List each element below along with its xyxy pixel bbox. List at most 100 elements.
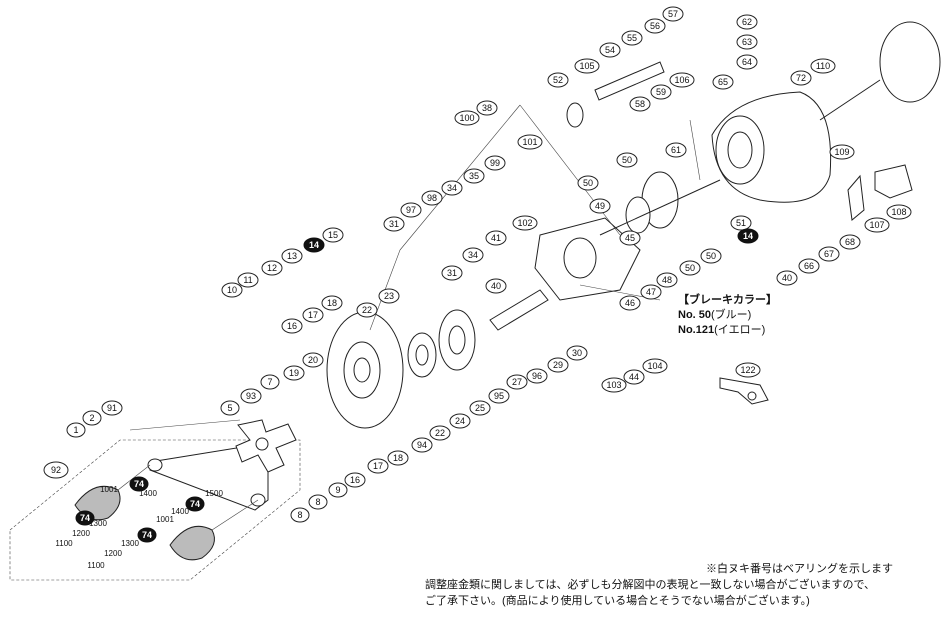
callout-34a: 34: [441, 180, 463, 196]
svg-text:92: 92: [51, 465, 61, 475]
sublabel-1100a: 1100: [55, 539, 73, 548]
pinion-shaft: [489, 289, 549, 331]
svg-text:110: 110: [816, 61, 830, 71]
callout-52: 52: [547, 72, 569, 88]
handle-knob-lower: [169, 499, 259, 561]
callout-64: 64: [736, 54, 758, 70]
callout-27: 27: [506, 374, 528, 390]
clamp-ring: [819, 21, 941, 121]
svg-text:34: 34: [468, 250, 478, 260]
callout-106: 106: [669, 72, 695, 88]
svg-text:12: 12: [267, 263, 277, 273]
spool: [599, 171, 721, 236]
callout-94: 94: [411, 437, 433, 453]
callout-97: 97: [400, 202, 422, 218]
side-cover-plate: [847, 174, 865, 221]
svg-text:64: 64: [742, 57, 752, 67]
bearing-note: ※白ヌキ番号はベアリングを示します: [706, 563, 893, 575]
legend-title: 【ブレーキカラー】: [678, 294, 777, 306]
svg-text:49: 49: [595, 201, 605, 211]
level-wind-shaft: [566, 61, 665, 128]
callout-95: 95: [488, 388, 510, 404]
callout-100: 100: [454, 110, 480, 126]
callout-22a: 22: [356, 302, 378, 318]
svg-text:122: 122: [740, 365, 755, 375]
callout-25: 25: [469, 400, 491, 416]
legend-row-50: No. 50(ブルー): [678, 308, 777, 323]
svg-text:8: 8: [297, 510, 302, 520]
svg-text:66: 66: [804, 261, 814, 271]
side-plate: [326, 311, 404, 429]
svg-text:67: 67: [824, 249, 834, 259]
callout-63: 63: [736, 34, 758, 50]
callout-101: 101: [517, 134, 543, 150]
svg-text:56: 56: [650, 21, 660, 31]
callout-41: 41: [485, 230, 507, 246]
sublabel-1500: 1500: [205, 489, 223, 498]
svg-text:17: 17: [373, 461, 383, 471]
svg-text:30: 30: [572, 348, 582, 358]
callout-44: 44: [623, 369, 645, 385]
callout-38: 38: [476, 100, 498, 116]
svg-text:41: 41: [491, 233, 501, 243]
callout-2: 2: [82, 410, 102, 426]
svg-text:106: 106: [674, 75, 689, 85]
bearing-callout-74d: 74: [137, 527, 157, 543]
svg-text:74: 74: [80, 513, 90, 523]
svg-text:22: 22: [362, 305, 372, 315]
adjustment-washer-note: 調整座金類に関しましては、必ずしも分解図中の表現と一致しない場合がございますので…: [425, 577, 875, 609]
callout-51: 51: [730, 215, 752, 231]
callout-57: 57: [662, 6, 684, 22]
svg-text:2: 2: [89, 413, 94, 423]
callout-16a: 16: [281, 318, 303, 334]
svg-text:35: 35: [469, 171, 479, 181]
bearing-callout-14b: 14: [737, 228, 759, 244]
svg-text:101: 101: [522, 137, 537, 147]
svg-text:94: 94: [417, 440, 427, 450]
callout-99: 99: [484, 155, 506, 171]
callout-103: 103: [601, 377, 627, 393]
callout-107: 107: [864, 217, 890, 233]
svg-text:40: 40: [782, 273, 792, 283]
handle-kit-outline: [9, 439, 301, 581]
callout-29: 29: [547, 357, 569, 373]
callout-30: 30: [566, 345, 588, 361]
legend-row-50-color: (ブルー): [711, 309, 752, 321]
callout-13: 13: [281, 248, 303, 264]
callout-55: 55: [621, 30, 643, 46]
svg-text:8: 8: [315, 497, 320, 507]
note-line-1: 調整座金類に関しましては、必ずしも分解図中の表現と一致しない場合がございますので…: [425, 579, 876, 591]
svg-text:11: 11: [243, 275, 252, 285]
clicker-arm: [719, 377, 769, 405]
svg-text:98: 98: [427, 193, 437, 203]
svg-text:50: 50: [685, 263, 695, 273]
svg-text:22: 22: [435, 428, 445, 438]
callout-50c: 50: [679, 260, 701, 276]
svg-text:17: 17: [308, 310, 318, 320]
svg-text:45: 45: [625, 233, 635, 243]
sublabel-1400a: 1400: [139, 489, 157, 498]
svg-text:16: 16: [287, 321, 297, 331]
callout-16b: 16: [344, 472, 366, 488]
callout-9: 9: [328, 482, 348, 498]
callout-7: 7: [260, 374, 280, 390]
legend-row-121: No.121(イエロー): [678, 323, 777, 338]
legend-row-121-color: (イエロー): [714, 324, 766, 336]
svg-text:58: 58: [635, 99, 645, 109]
callout-12: 12: [261, 260, 283, 276]
svg-text:109: 109: [834, 147, 849, 157]
main-gear: [438, 309, 476, 371]
callout-59: 59: [650, 84, 672, 100]
svg-text:57: 57: [668, 9, 678, 19]
svg-text:47: 47: [646, 287, 656, 297]
callout-48: 48: [656, 272, 678, 288]
callout-108: 108: [886, 204, 912, 220]
callout-49: 49: [589, 198, 611, 214]
svg-text:50: 50: [706, 251, 716, 261]
callout-109: 109: [829, 144, 855, 160]
svg-text:15: 15: [328, 230, 338, 240]
svg-text:46: 46: [625, 298, 635, 308]
thumb-bar-lever: [874, 164, 913, 199]
callout-24: 24: [449, 413, 471, 429]
callout-50b: 50: [577, 175, 599, 191]
